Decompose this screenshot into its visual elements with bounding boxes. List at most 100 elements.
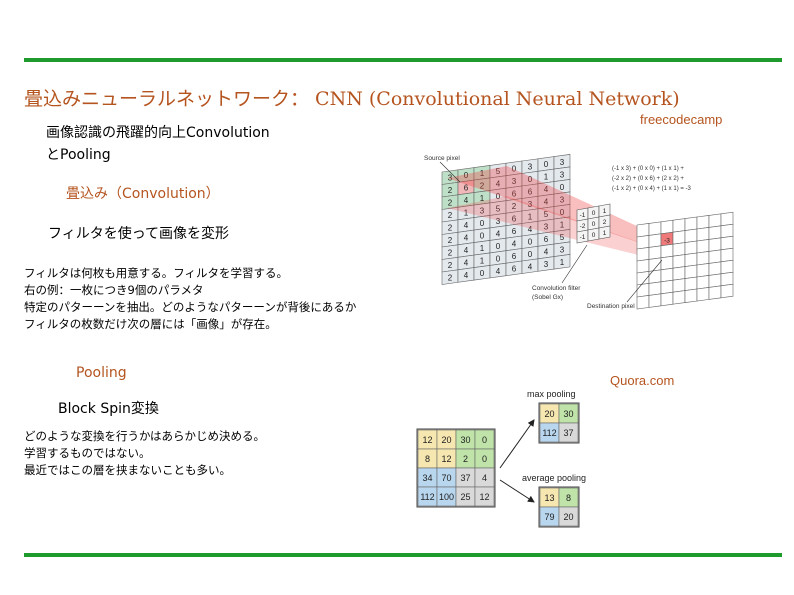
source-cell-value: 2 xyxy=(448,186,453,195)
source-cell-value: 0 xyxy=(480,219,485,228)
destination-cell xyxy=(709,226,721,240)
input-cell-value: 12 xyxy=(479,492,489,502)
destination-cell xyxy=(637,283,649,297)
destination-cell xyxy=(637,235,649,249)
input-cell-value: 0 xyxy=(482,454,487,464)
source-cell-value: 4 xyxy=(464,221,469,230)
destination-cell xyxy=(649,270,661,284)
kernel-cell-value: 0 xyxy=(592,232,596,239)
filter-label: (Sobel Gx) xyxy=(532,294,563,301)
source-cell-value: 2 xyxy=(448,261,453,270)
source-cell-value: 1 xyxy=(480,256,485,265)
source-cell-value: 4 xyxy=(464,234,469,243)
source-cell-value: 0 xyxy=(496,242,501,251)
input-cell-value: 12 xyxy=(441,454,451,464)
avg-pool-arrow xyxy=(500,480,534,502)
source-cell-value: 4 xyxy=(496,267,501,276)
destination-cell xyxy=(709,274,721,288)
destination-cell xyxy=(661,268,673,282)
source-cell-value: 1 xyxy=(560,258,565,267)
destination-cell xyxy=(673,267,685,281)
destination-cell xyxy=(721,224,733,238)
pool-heading: Pooling xyxy=(76,362,127,384)
destination-cell xyxy=(697,263,709,277)
destination-cell xyxy=(685,265,697,279)
destination-cell xyxy=(673,255,685,269)
pooling-figure: 12203008122034703741121002512max pooling… xyxy=(410,384,600,532)
destination-cell xyxy=(697,239,709,253)
max-pool-arrow xyxy=(500,420,534,468)
destination-cell xyxy=(721,236,733,250)
destination-cell xyxy=(673,231,685,245)
destination-cell xyxy=(637,295,649,309)
input-cell-value: 20 xyxy=(441,435,451,445)
avg-output-value: 8 xyxy=(566,493,571,503)
destination-cell xyxy=(637,223,649,237)
destination-value: -3 xyxy=(664,237,670,244)
source-cell-value: 4 xyxy=(528,262,533,271)
destination-cell xyxy=(673,243,685,257)
destination-cell xyxy=(673,279,685,293)
source-cell-value: 4 xyxy=(464,271,469,280)
kernel-cell-value: -1 xyxy=(580,212,586,219)
destination-cell xyxy=(697,275,709,289)
kernel-cell-value: 0 xyxy=(592,210,596,217)
kernel-cell-value: 1 xyxy=(603,230,607,237)
source-cell-value: 4 xyxy=(496,229,501,238)
intro-line: 画像認識の飛躍的向上Convolution xyxy=(46,122,270,144)
destination-cell xyxy=(637,247,649,261)
intro-text: 画像認識の飛躍的向上Convolution とPooling xyxy=(46,122,270,166)
destination-cell xyxy=(721,260,733,274)
destination-cell xyxy=(673,291,685,305)
slide-title: 畳込みニューラルネットワーク： CNN (Convolutional Neura… xyxy=(24,84,680,111)
source-cell-value: 2 xyxy=(448,223,453,232)
destination-cell xyxy=(649,234,661,248)
destination-cell xyxy=(661,292,673,306)
pool-subheading: Block Spin変換 xyxy=(58,398,159,420)
conv-heading: 畳込み（Convolution） xyxy=(66,183,220,205)
input-cell-value: 30 xyxy=(460,435,470,445)
input-cell-value: 8 xyxy=(425,454,430,464)
conv-body-line: フィルタの枚数だけ次の層には「画像」が存在。 xyxy=(24,316,356,333)
conv-body-line: 右の例：一枚につき9個のパラメタ xyxy=(24,282,356,299)
destination-cell xyxy=(661,220,673,234)
source-cell-value: 0 xyxy=(544,160,549,169)
pool-body-line: 学習するものではない。 xyxy=(24,445,265,462)
destination-cell xyxy=(697,287,709,301)
source-cell-value: 2 xyxy=(448,236,453,245)
source-cell-value: 2 xyxy=(448,211,453,220)
destination-cell xyxy=(697,215,709,229)
bottom-rule xyxy=(24,553,782,557)
source-cell-value: 2 xyxy=(448,273,453,282)
avg-output-value: 79 xyxy=(544,512,554,522)
source-cell-value: 2 xyxy=(448,198,453,207)
destination-cell xyxy=(649,246,661,260)
destination-cell xyxy=(697,227,709,241)
kernel-grid: -101-202-101 xyxy=(577,204,610,243)
source-pixel-label: Source pixel xyxy=(424,155,460,162)
source-cell-value: 3 xyxy=(528,162,533,171)
destination-cell xyxy=(685,229,697,243)
source-cell-value: 4 xyxy=(464,246,469,255)
intro-line: とPooling xyxy=(46,144,270,166)
max-output-value: 30 xyxy=(563,409,573,419)
destination-cell xyxy=(721,248,733,262)
max-pooling-label: max pooling xyxy=(527,389,576,399)
source-cell-value: 0 xyxy=(480,269,485,278)
input-cell-value: 70 xyxy=(441,473,451,483)
destination-cell xyxy=(697,251,709,265)
equation-line: (-1 x 3) + (0 x 0) + (1 x 1) + xyxy=(612,166,684,172)
destination-cell xyxy=(649,282,661,296)
destination-cell xyxy=(685,241,697,255)
conv-subheading: フィルタを使って画像を変形 xyxy=(48,223,229,245)
destination-cell xyxy=(685,217,697,231)
credit-freecodecamp: freecodecamp xyxy=(640,112,722,127)
source-cell-value: 1 xyxy=(544,173,549,182)
max-output-value: 112 xyxy=(542,428,556,438)
pool-body-line: 最近ではこの層を挟まないことも多い。 xyxy=(24,462,265,479)
source-cell-value: 4 xyxy=(464,259,469,268)
pool-body: どのような変換を行うかはあらかじめ決める。 学習するものではない。 最近ではこの… xyxy=(24,428,265,479)
source-cell-value: 6 xyxy=(512,265,517,274)
destination-cell xyxy=(721,272,733,286)
